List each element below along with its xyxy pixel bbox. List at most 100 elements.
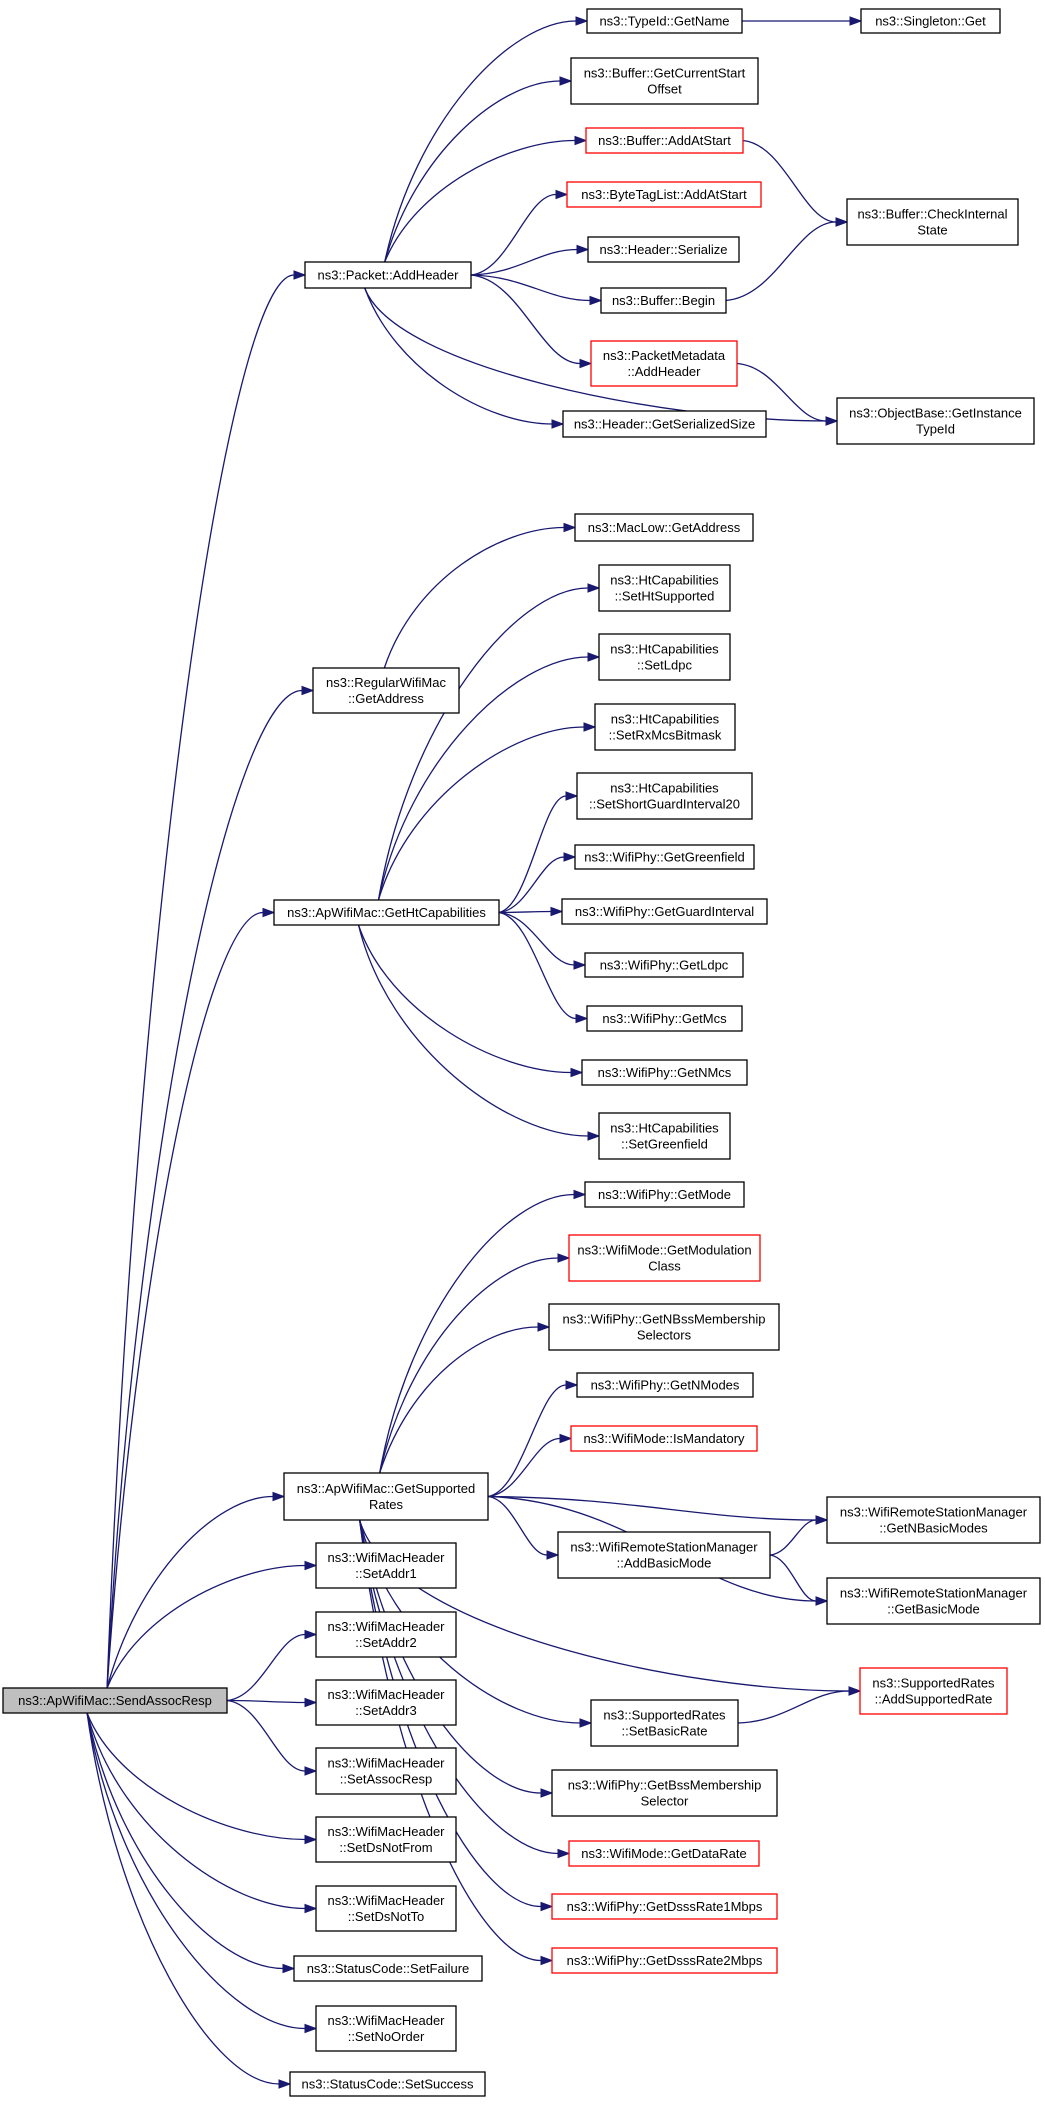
node-label: ns3::SupportedRates: [603, 1708, 726, 1723]
edge-arrowhead: [555, 189, 569, 200]
graph-node-n-sr-addsupported[interactable]: ns3::SupportedRates::AddSupportedRate: [859, 1667, 1008, 1715]
graph-node-n-htc-setht[interactable]: ns3::HtCapabilities::SetHtSupported: [598, 564, 731, 612]
node-label: ns3::WifiPhy::GetDsssRate1Mbps: [567, 1899, 763, 1914]
graph-node-n-wmh-setdsnotto[interactable]: ns3::WifiMacHeader::SetDsNotTo: [315, 1885, 457, 1932]
edge-arrowhead: [557, 1253, 571, 1263]
graph-node-n-wmh-setaddr1[interactable]: ns3::WifiMacHeader::SetAddr1: [315, 1542, 457, 1589]
node-box: [315, 2005, 457, 2052]
graph-node-n-apwm-getht[interactable]: ns3::ApWifiMac::GetHtCapabilities: [273, 899, 500, 926]
graph-node-n-btl-addatstart[interactable]: ns3::ByteTagList::AddAtStart: [566, 181, 762, 208]
graph-node-n-typeid-getname[interactable]: ns3::TypeId::GetName: [586, 8, 743, 34]
node-box: [557, 1531, 771, 1579]
graph-node-root[interactable]: ns3::ApWifiMac::SendAssocResp: [2, 1687, 228, 1714]
node-label: ::SetDsNotFrom: [339, 1840, 432, 1855]
graph-node-n-wp-getgi[interactable]: ns3::WifiPhy::GetGuardInterval: [561, 898, 768, 925]
node-box: [562, 410, 767, 438]
graph-node-n-addheader[interactable]: ns3::Packet::AddHeader: [304, 261, 472, 289]
graph-node-n-wp-getmode[interactable]: ns3::WifiPhy::GetMode: [584, 1181, 745, 1208]
graph-edge: [106, 1491, 286, 1689]
node-label: Rates: [369, 1497, 403, 1512]
graph-node-n-wmh-setdsnotfrom[interactable]: ns3::WifiMacHeader::SetDsNotFrom: [315, 1816, 457, 1863]
edge-arrowhead: [565, 791, 579, 801]
node-label: TypeId: [916, 422, 955, 437]
graph-edge: [736, 362, 839, 426]
graph-edge: [377, 722, 597, 901]
node-box: [570, 1425, 758, 1452]
node-label: ns3::ObjectBase::GetInstance: [849, 406, 1022, 421]
edge-arrowhead: [573, 1189, 587, 1200]
graph-node-n-wp-getdsss1[interactable]: ns3::WifiPhy::GetDsssRate1Mbps: [551, 1893, 778, 1920]
edge-arrowhead: [815, 1515, 829, 1525]
node-box: [273, 899, 500, 926]
edge-arrowhead: [304, 1834, 318, 1845]
graph-node-n-wp-getdsss2[interactable]: ns3::WifiPhy::GetDsssRate2Mbps: [551, 1947, 778, 1974]
graph-edge: [226, 1699, 318, 1776]
graph-node-n-wm-ismandatory[interactable]: ns3::WifiMode::IsMandatory: [570, 1425, 758, 1452]
graph-node-n-wrsm-getnbasic[interactable]: ns3::WifiRemoteStationManager::GetNBasic…: [826, 1496, 1041, 1544]
graph-node-n-wp-getnmodes[interactable]: ns3::WifiPhy::GetNModes: [576, 1372, 754, 1398]
graph-edge: [226, 1629, 318, 1702]
node-label: ns3::HtCapabilities: [610, 642, 719, 657]
graph-node-n-maclow-getaddress[interactable]: ns3::MacLow::GetAddress: [574, 513, 754, 542]
graph-node-n-wp-getnmcs[interactable]: ns3::WifiPhy::GetNMcs: [581, 1059, 748, 1086]
graph-node-n-sc-setsuccess[interactable]: ns3::StatusCode::SetSuccess: [289, 2071, 486, 2097]
node-box: [586, 8, 743, 34]
node-label: ::GetNBasicModes: [879, 1521, 988, 1536]
node-box: [600, 287, 727, 314]
graph-node-n-header-gss[interactable]: ns3::Header::GetSerializedSize: [562, 410, 767, 438]
graph-node-n-rwm-getaddress[interactable]: ns3::RegularWifiMac::GetAddress: [312, 667, 460, 714]
graph-node-n-wp-getgreenfield[interactable]: ns3::WifiPhy::GetGreenfield: [574, 844, 755, 870]
graph-node-n-pm-addheader[interactable]: ns3::PacketMetadata::AddHeader: [590, 340, 738, 387]
edge-arrowhead: [579, 358, 593, 369]
graph-node-n-wmh-setassocresp[interactable]: ns3::WifiMacHeader::SetAssocResp: [315, 1747, 457, 1795]
graph-node-n-wmh-setaddr2[interactable]: ns3::WifiMacHeader::SetAddr2: [315, 1611, 457, 1658]
edge-line: [377, 656, 589, 901]
node-label: ns3::WifiMacHeader: [327, 1687, 445, 1702]
graph-node-n-wmh-setaddr3[interactable]: ns3::WifiMacHeader::SetAddr3: [315, 1679, 457, 1726]
graph-node-n-htc-setldpc[interactable]: ns3::HtCapabilities::SetLdpc: [598, 633, 731, 681]
graph-node-n-buf-begin[interactable]: ns3::Buffer::Begin: [600, 287, 727, 314]
graph-edge: [106, 1560, 318, 1689]
node-label: Selector: [641, 1794, 689, 1809]
graph-edge: [498, 906, 564, 917]
graph-node-n-htc-setgreenfield[interactable]: ns3::HtCapabilities::SetGreenfield: [598, 1112, 731, 1160]
graph-node-n-wm-getdatarate[interactable]: ns3::WifiMode::GetDataRate: [568, 1840, 760, 1867]
graph-node-n-buf-addatstart[interactable]: ns3::Buffer::AddAtStart: [585, 127, 744, 154]
edge-line: [498, 910, 552, 914]
node-label: ns3::HtCapabilities: [610, 781, 719, 796]
edge-line: [86, 1712, 306, 2030]
graph-node-n-sc-setfailure[interactable]: ns3::StatusCode::SetFailure: [293, 1955, 483, 1982]
graph-node-n-wmh-setnoorder[interactable]: ns3::WifiMacHeader::SetNoOrder: [315, 2005, 457, 2052]
node-label: ns3::Header::GetSerializedSize: [574, 417, 755, 432]
node-label: ns3::WifiPhy::GetDsssRate2Mbps: [567, 1953, 763, 1968]
graph-node-n-wrsm-addbasic[interactable]: ns3::WifiRemoteStationManager::AddBasicM…: [557, 1531, 771, 1579]
graph-edge: [384, 16, 589, 263]
graph-node-n-header-serialize[interactable]: ns3::Header::Serialize: [587, 236, 740, 263]
edge-line: [357, 924, 589, 1137]
graph-node-n-htc-setrxmcs[interactable]: ns3::HtCapabilities::SetRxMcsBitmask: [594, 703, 736, 751]
graph-node-n-wp-getmcs[interactable]: ns3::WifiPhy::GetMcs: [586, 1005, 743, 1032]
graph-node-n-singleton[interactable]: ns3::Singleton::Get: [860, 8, 1001, 34]
edge-arrowhead: [546, 1550, 560, 1560]
graph-edge: [498, 852, 577, 914]
node-box: [598, 564, 731, 612]
node-box: [315, 1885, 457, 1932]
graph-node-n-htc-setsgi[interactable]: ns3::HtCapabilities::SetShortGuardInterv…: [576, 772, 753, 820]
node-label: ::SetHtSupported: [615, 589, 715, 604]
node-box: [289, 2071, 486, 2097]
graph-node-n-sr-setbasic[interactable]: ns3::SupportedRates::SetBasicRate: [590, 1699, 739, 1747]
graph-edge: [384, 135, 588, 263]
edge-arrowhead: [293, 270, 307, 280]
graph-node-n-wp-getldpc[interactable]: ns3::WifiPhy::GetLdpc: [584, 952, 744, 978]
edge-arrowhead: [537, 1322, 551, 1332]
graph-node-n-wrsm-getbasic[interactable]: ns3::WifiRemoteStationManager::GetBasicM…: [826, 1577, 1041, 1625]
graph-edge: [498, 791, 579, 914]
edge-arrowhead: [559, 1433, 573, 1444]
